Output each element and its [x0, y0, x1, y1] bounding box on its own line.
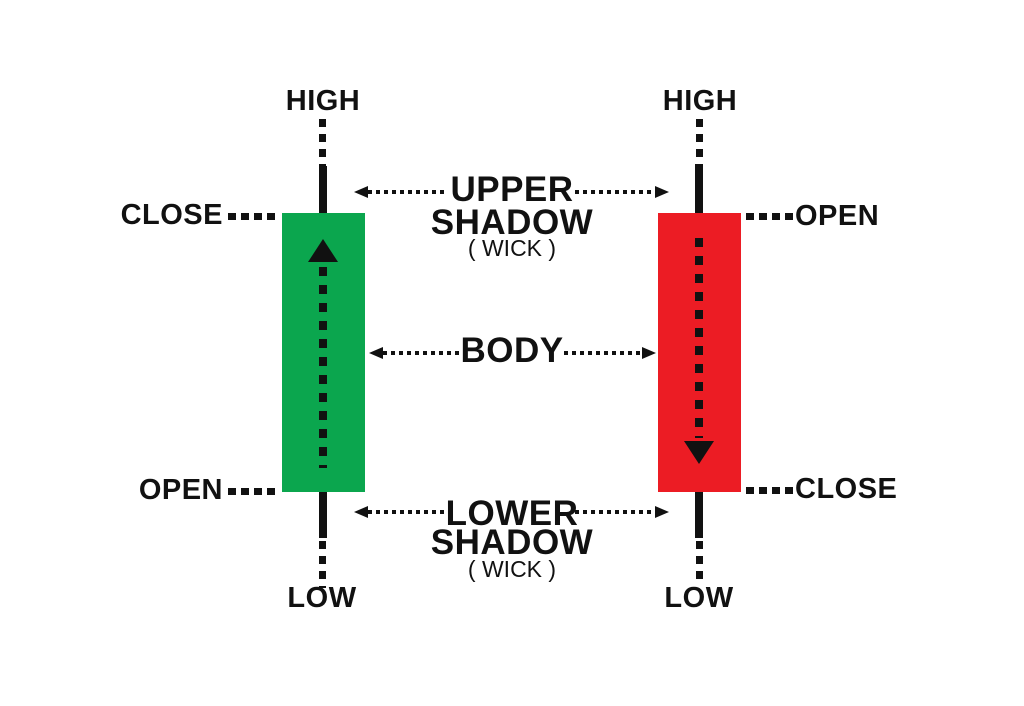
left-arrowhead-icon — [354, 186, 368, 198]
up-arrow-dashed-line — [319, 267, 327, 468]
lower-shadow-arrow-left — [354, 506, 448, 518]
right-lower-wick-dotted-line — [696, 541, 703, 585]
left-lower-wick-dotted-line — [319, 541, 326, 588]
right-arrowhead-icon — [655, 506, 669, 518]
down-arrow-dashed-line — [695, 238, 703, 438]
upper-shadow-arrow-right — [575, 186, 669, 198]
left-high-label: HIGH — [285, 85, 361, 117]
dotted-line — [368, 190, 448, 194]
left-arrowhead-icon — [369, 347, 383, 359]
dotted-line — [564, 351, 642, 355]
left-upper-wick — [319, 166, 327, 214]
up-arrow-icon — [308, 239, 338, 262]
body-arrow-left — [369, 347, 461, 359]
lower-shadow-arrow-right — [575, 506, 669, 518]
dotted-line — [368, 510, 448, 514]
right-close-leader-dots — [746, 487, 796, 494]
left-low-label: LOW — [287, 582, 357, 614]
right-open-label: OPEN — [795, 200, 880, 232]
left-upper-wick-dotted-line — [319, 119, 326, 166]
body-arrow-right — [564, 347, 656, 359]
right-lower-wick — [695, 492, 703, 538]
left-close-label: CLOSE — [120, 199, 223, 231]
right-high-label: HIGH — [662, 85, 738, 117]
lower-shadow-label-line2: SHADOW — [430, 523, 594, 562]
left-close-leader-dots — [228, 213, 278, 220]
dotted-line — [575, 510, 655, 514]
upper-shadow-label-line2: SHADOW — [430, 203, 594, 242]
right-low-label: LOW — [664, 582, 734, 614]
upper-shadow-arrow-left — [354, 186, 448, 198]
lower-shadow-label-line1: LOWER — [445, 494, 579, 533]
right-upper-wick — [695, 164, 703, 214]
lower-shadow-wick-sublabel: ( WICK ) — [467, 556, 557, 582]
upper-shadow-wick-sublabel: ( WICK ) — [467, 235, 557, 261]
right-arrowhead-icon — [655, 186, 669, 198]
left-open-label: OPEN — [138, 474, 223, 506]
dotted-line — [383, 351, 461, 355]
down-arrow-icon — [684, 441, 714, 464]
right-arrowhead-icon — [642, 347, 656, 359]
right-upper-wick-dotted-line — [696, 119, 703, 163]
left-lower-wick — [319, 492, 327, 538]
right-close-label: CLOSE — [795, 473, 898, 505]
upper-shadow-label-line1: UPPER — [450, 170, 574, 209]
body-label: BODY — [460, 331, 564, 370]
right-open-leader-dots — [746, 213, 796, 220]
dotted-line — [575, 190, 655, 194]
left-arrowhead-icon — [354, 506, 368, 518]
left-open-leader-dots — [228, 488, 278, 495]
